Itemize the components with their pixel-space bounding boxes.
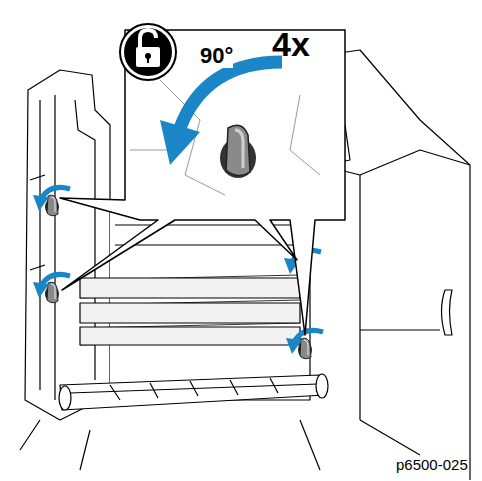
angle-label: 90°: [200, 44, 233, 68]
quantity-label: 4x: [272, 26, 310, 63]
figure-id: p6500-025: [396, 457, 468, 474]
